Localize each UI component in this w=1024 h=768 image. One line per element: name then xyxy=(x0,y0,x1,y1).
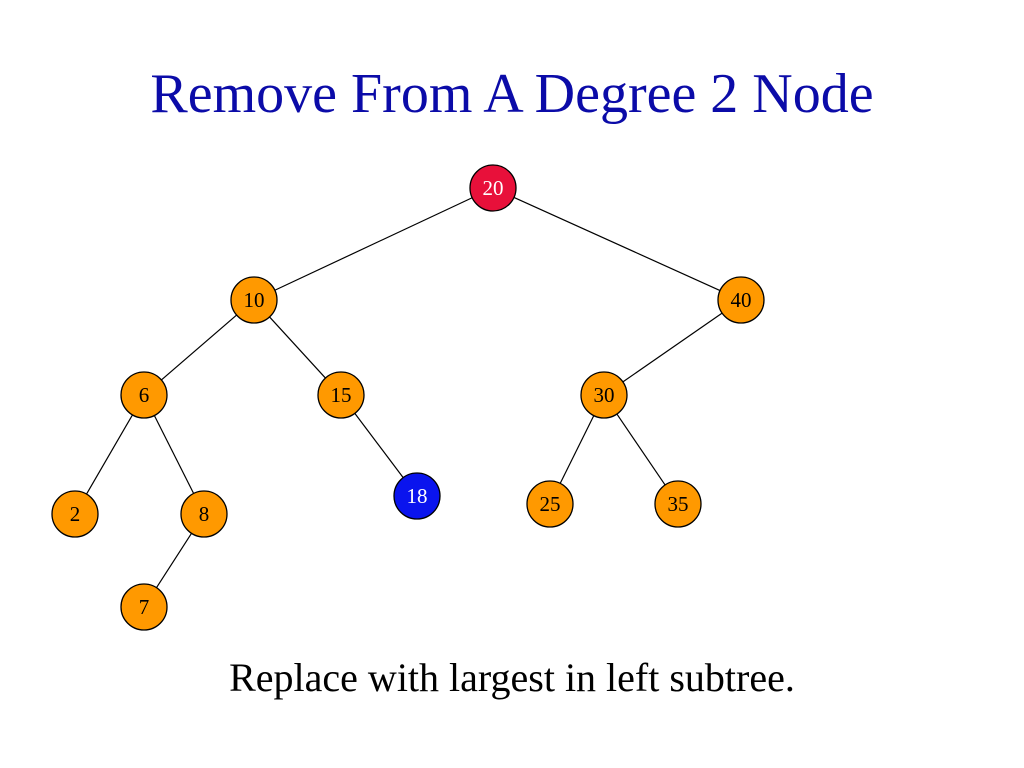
edge-8-7 xyxy=(155,533,193,588)
node-label: 7 xyxy=(139,595,150,619)
node-label: 2 xyxy=(70,502,81,526)
edge-20-40 xyxy=(513,196,721,292)
tree-node-20: 20 xyxy=(469,164,517,212)
tree-node-6: 6 xyxy=(120,371,168,419)
node-circle xyxy=(393,472,441,520)
tree-node-18: 18 xyxy=(393,472,441,520)
node-circle xyxy=(51,490,99,538)
node-label: 6 xyxy=(139,383,150,407)
slide-caption: Replace with largest in left subtree. xyxy=(229,655,795,700)
tree-edges xyxy=(86,196,723,588)
edge-40-30 xyxy=(622,312,723,383)
node-label: 20 xyxy=(483,176,504,200)
tree-node-30: 30 xyxy=(580,371,628,419)
tree-node-7: 7 xyxy=(120,583,168,631)
node-circle xyxy=(120,371,168,419)
edge-10-6 xyxy=(161,314,237,381)
node-label: 30 xyxy=(594,383,615,407)
tree-node-25: 25 xyxy=(526,480,574,528)
tree-node-2: 2 xyxy=(51,490,99,538)
node-circle xyxy=(526,480,574,528)
slide-title: Remove From A Degree 2 Node xyxy=(150,63,874,125)
edge-10-15 xyxy=(269,316,326,379)
tree-node-15: 15 xyxy=(317,371,365,419)
node-label: 10 xyxy=(244,288,265,312)
tree-nodes: 20 10 40 6 15 30 2 8 18 25 35 7 xyxy=(51,164,765,631)
node-circle xyxy=(580,371,628,419)
node-circle xyxy=(317,371,365,419)
edge-15-18 xyxy=(354,413,404,478)
edge-30-35 xyxy=(616,413,666,486)
node-label: 18 xyxy=(407,484,428,508)
node-label: 40 xyxy=(731,288,752,312)
edge-20-10 xyxy=(274,197,473,291)
node-circle xyxy=(717,276,765,324)
tree-node-40: 40 xyxy=(717,276,765,324)
tree-node-10: 10 xyxy=(230,276,278,324)
node-label: 8 xyxy=(199,502,210,526)
node-label: 15 xyxy=(331,383,352,407)
node-label: 25 xyxy=(540,492,561,516)
tree-node-8: 8 xyxy=(180,490,228,538)
node-circle xyxy=(654,480,702,528)
node-circle xyxy=(469,164,517,212)
edge-6-2 xyxy=(86,414,133,495)
node-circle xyxy=(230,276,278,324)
node-circle xyxy=(120,583,168,631)
tree-node-35: 35 xyxy=(654,480,702,528)
node-circle xyxy=(180,490,228,538)
edge-30-25 xyxy=(559,415,595,484)
edge-6-8 xyxy=(153,415,195,494)
node-label: 35 xyxy=(668,492,689,516)
